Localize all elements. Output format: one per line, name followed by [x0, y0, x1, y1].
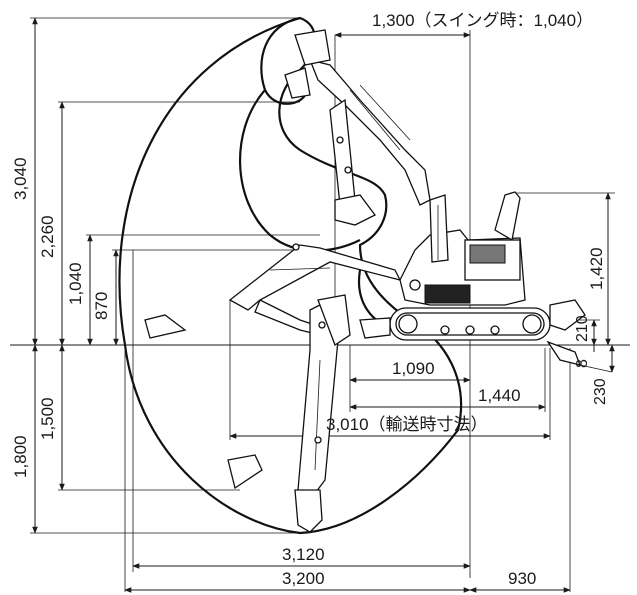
- label-3120: 3,120: [282, 545, 325, 564]
- label-3200: 3,200: [282, 569, 325, 588]
- leader-230: [579, 364, 613, 373]
- raised-arm: [284, 29, 431, 226]
- label-8: 8: [574, 359, 591, 368]
- crawler-track: [359, 299, 586, 366]
- inner-range-curve: [260, 16, 306, 105]
- label-870: 870: [92, 292, 111, 320]
- label-930: 930: [508, 569, 536, 588]
- label-3040: 3,040: [11, 157, 30, 200]
- label-1420: 1,420: [587, 247, 606, 290]
- label-1500: 1,500: [38, 397, 57, 440]
- lowered-arm: [227, 294, 351, 533]
- label-1040: 1,040: [66, 262, 85, 305]
- label-230: 230: [592, 378, 609, 405]
- label-3010: 3,010（輸送時寸法）: [326, 415, 488, 434]
- label-1090: 1,090: [392, 359, 435, 378]
- label-1440: 1,440: [478, 386, 521, 405]
- label-210: 210: [574, 315, 591, 342]
- label-top-width: 1,300（スイング時：1,040）: [372, 11, 593, 30]
- label-2260: 2,260: [38, 215, 57, 258]
- label-1800: 1,800: [11, 435, 30, 478]
- excavator-body: [399, 191, 526, 306]
- inner-range-curve-2: [239, 89, 361, 252]
- working-range-envelope: [118, 16, 463, 535]
